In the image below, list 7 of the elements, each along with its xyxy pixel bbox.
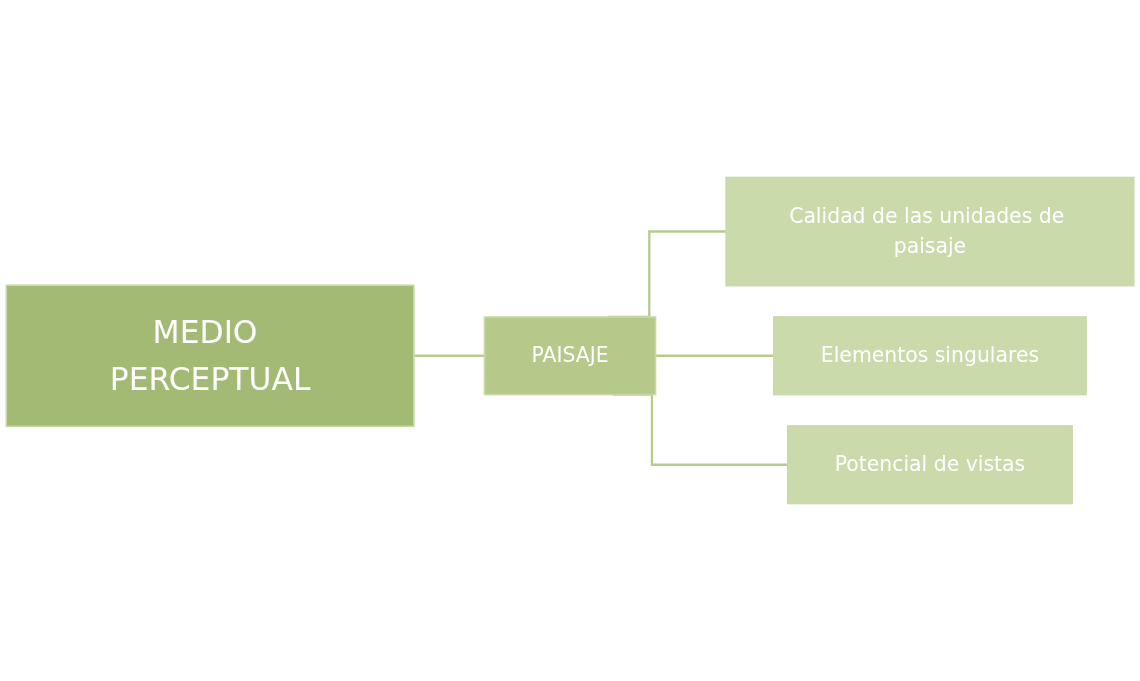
- node-box: PAISAJE: [483, 316, 657, 396]
- node-box: Potencial de vistas: [786, 425, 1073, 505]
- connector: [655, 354, 774, 357]
- node-box: Calidad de las unidades de paisaje: [725, 176, 1135, 287]
- connector: [413, 354, 485, 357]
- node-box: Elementos singulares: [773, 316, 1087, 396]
- node-box: MEDIO PERCEPTUAL: [5, 284, 415, 428]
